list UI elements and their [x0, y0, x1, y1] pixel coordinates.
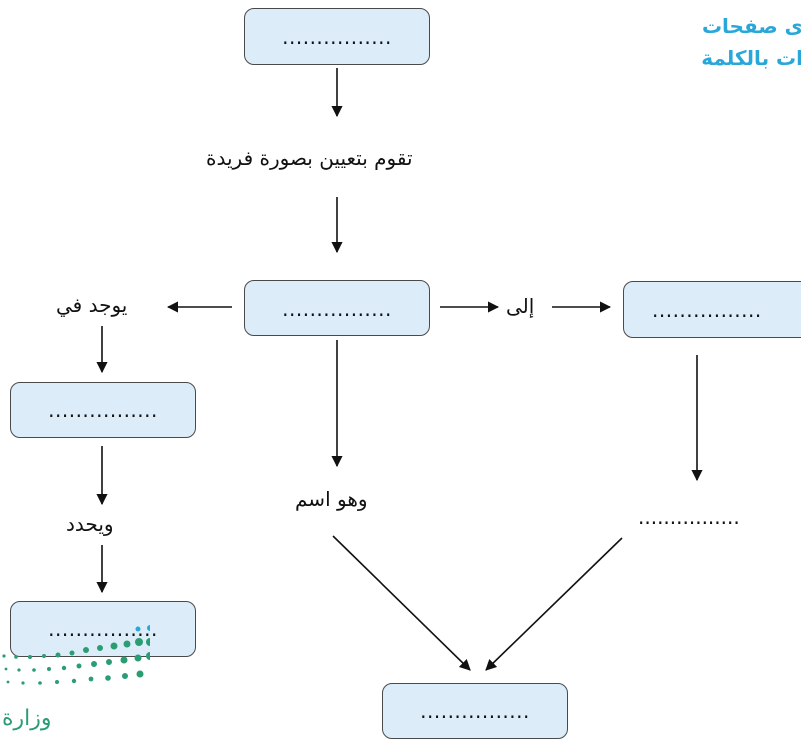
box-left-bottom: ................: [10, 601, 196, 657]
label-right-blank: ................: [638, 505, 740, 529]
label-to: إلى: [506, 294, 535, 318]
box-top: ................: [244, 8, 430, 65]
box-bottom: ................: [382, 683, 568, 739]
box-left-mid: ................: [10, 382, 196, 438]
heading-line-1: ى صفحات: [701, 14, 801, 38]
ministry-logo-text: وزارة: [2, 706, 52, 731]
blank-left-mid: ................: [48, 398, 158, 422]
box-center: ................: [244, 280, 430, 336]
label-found-in: يوجد في: [56, 293, 128, 317]
blank-bottom: ................: [420, 699, 530, 723]
label-determines: ويحدد: [66, 512, 114, 536]
box-right: ................: [623, 281, 801, 338]
label-and-is-name: وهو اسم: [295, 487, 368, 511]
blank-top: ................: [282, 25, 392, 49]
ministry-logo: [2, 625, 150, 685]
arrow-diagonal-left: [332, 535, 471, 671]
blank-right: ................: [652, 298, 762, 322]
blank-center: ................: [282, 297, 392, 321]
heading-line-2: ات بالكلمة: [701, 46, 801, 70]
arrow-diagonal-right: [485, 537, 623, 671]
label-assign: تقوم بتعيين بصورة فريدة: [206, 146, 413, 170]
